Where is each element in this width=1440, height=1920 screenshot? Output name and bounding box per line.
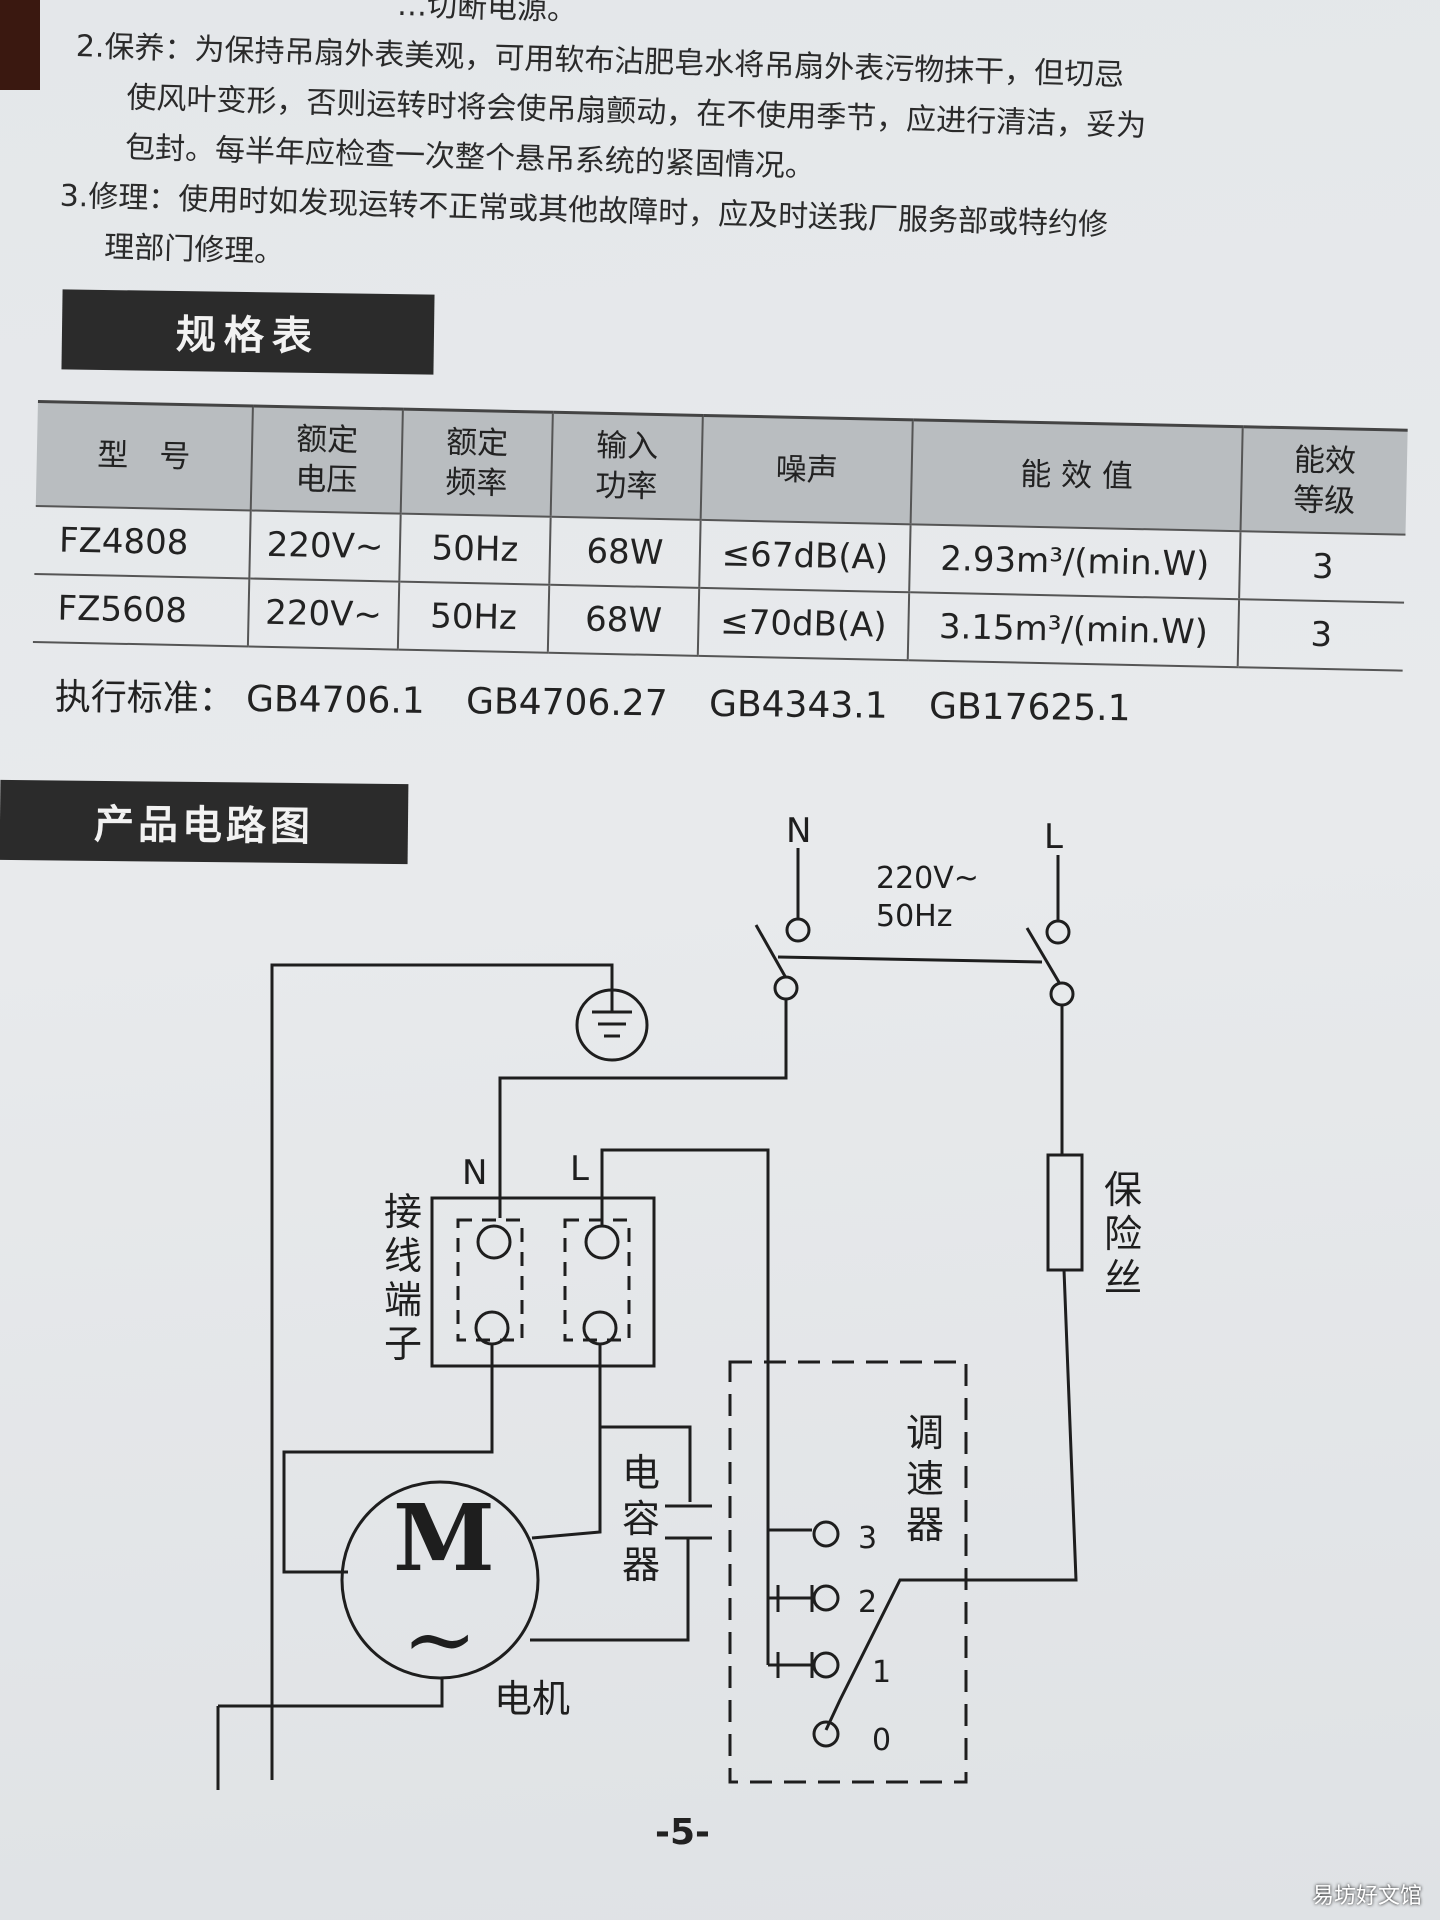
label-position-2: 2 (858, 1585, 877, 1620)
background-edge (0, 0, 40, 90)
controller-contact-0 (812, 1720, 840, 1748)
label-speed-controller: 调 速 器 (906, 1411, 945, 1547)
controller-contact-1 (812, 1651, 840, 1679)
label-fuse: 保 险 丝 (1104, 1168, 1143, 1300)
switch-n-blade (754, 924, 788, 979)
wire-to-motor (531, 1400, 602, 1540)
terminal-n-bottom (474, 1310, 510, 1346)
label-position-1: 1 (872, 1655, 891, 1690)
wire-terminal-l-to-capacitor (598, 1344, 692, 1502)
label-motor: 电机 (494, 1677, 570, 1721)
watermark: 易坊好文馆 (1311, 1884, 1422, 1909)
switch-linkage (777, 955, 1043, 964)
fuse-symbol (1046, 1153, 1084, 1272)
switch-l-contact-top (1045, 919, 1071, 945)
motor-tilde: ~ (402, 1587, 477, 1692)
label-supply-freq: 50Hz (876, 899, 952, 934)
switch-l-blade (1025, 927, 1062, 985)
page-number: -5- (655, 1812, 710, 1853)
terminal-block (430, 1196, 656, 1368)
label-supply-voltage: 220V~ (876, 861, 979, 896)
terminal-l-frame (563, 1218, 631, 1342)
label-terminal-block: 接 线 端 子 (384, 1190, 423, 1366)
wire-l-to-controller (824, 1269, 1078, 1731)
motor-symbol (340, 1480, 540, 1680)
switch-n-contact-top (785, 917, 811, 943)
label-supply-l: L (1044, 817, 1063, 857)
wire-motor-return (218, 1678, 444, 1708)
terminal-l-bottom (582, 1310, 618, 1346)
label-capacitor: 电 容 器 (622, 1451, 661, 1587)
wire-terminal-n-to-motor (282, 1344, 494, 1574)
wire-n (498, 999, 788, 1218)
ground-wire (270, 963, 614, 1780)
label-position-0: 0 (872, 1723, 891, 1758)
motor-letter: M (393, 1484, 495, 1592)
label-supply-n: N (786, 811, 811, 851)
speed-controller-box (728, 1360, 968, 1784)
label-terminal-n: N (462, 1153, 487, 1193)
label-position-3: 3 (858, 1521, 877, 1556)
controller-contact-2 (812, 1584, 840, 1612)
terminal-l-top (584, 1224, 620, 1260)
terminal-n-frame (456, 1218, 524, 1342)
switch-l-contact-bottom (1049, 981, 1075, 1007)
wire-capacitor-to-motor (530, 1538, 690, 1642)
switch-n-contact-bottom (773, 975, 799, 1001)
label-terminal-l: L (570, 1149, 589, 1189)
controller-contact-3 (812, 1520, 840, 1548)
terminal-n-top (476, 1224, 512, 1260)
wire-terminal-l-to-controller (600, 1148, 770, 1530)
